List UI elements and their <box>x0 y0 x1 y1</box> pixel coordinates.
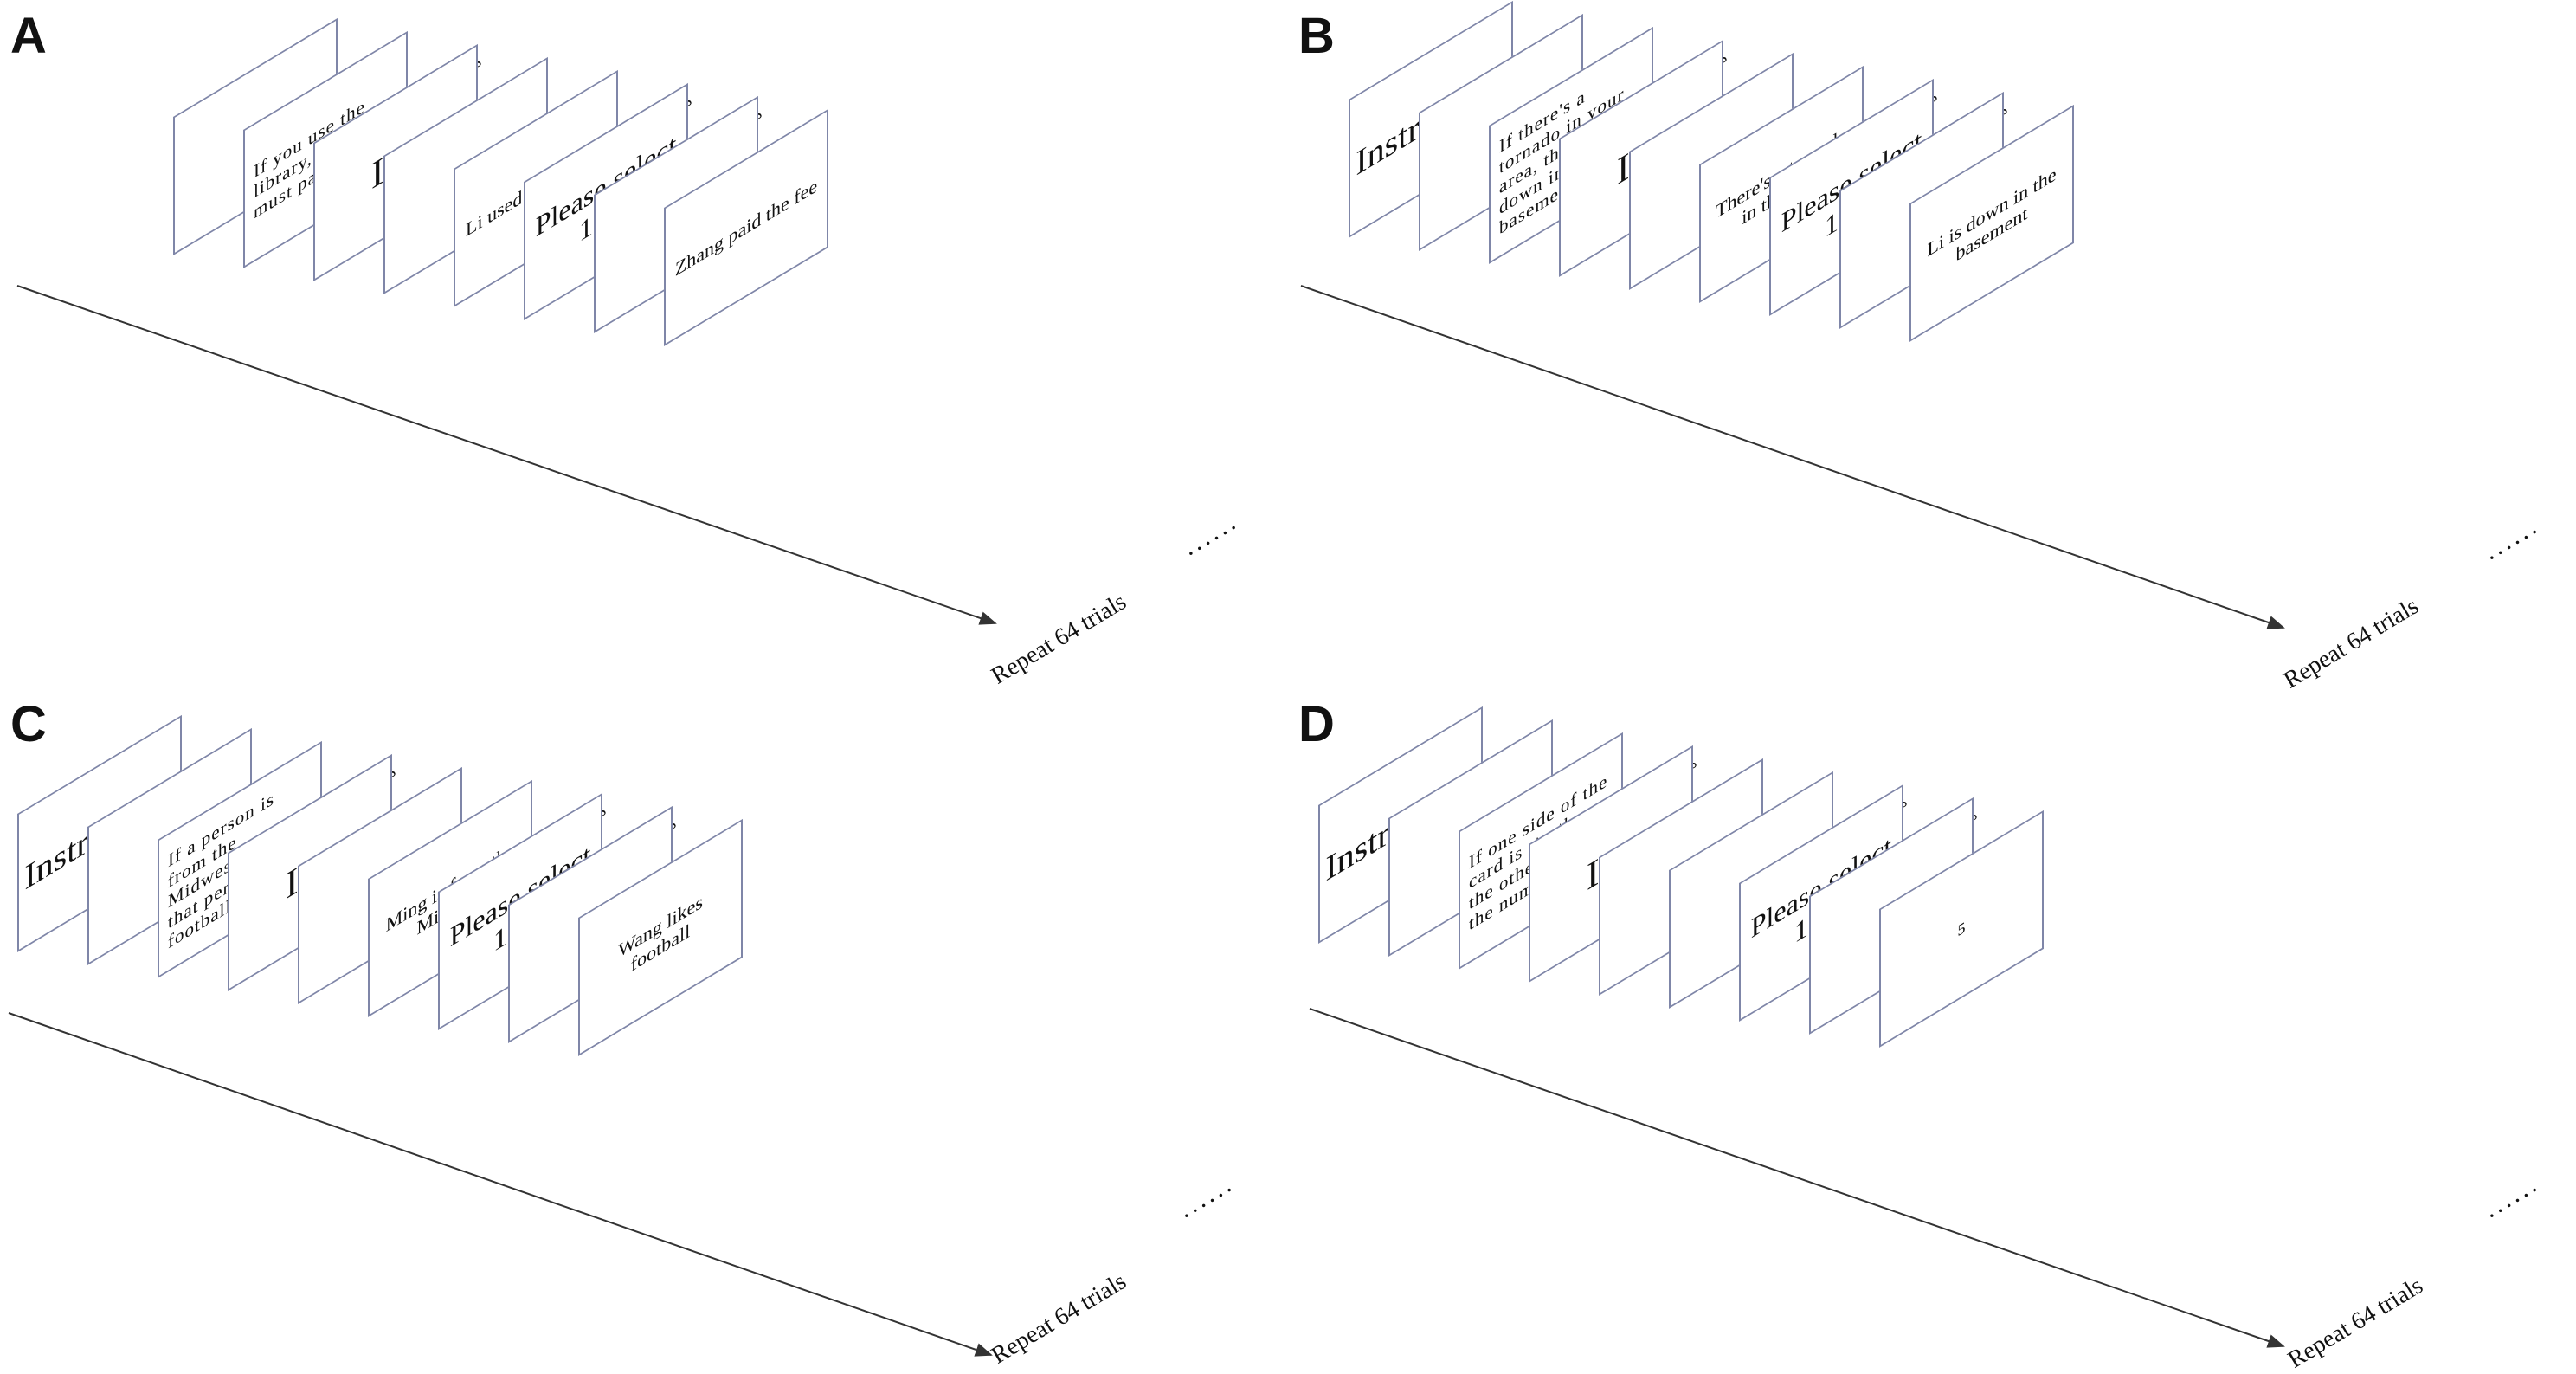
timeline-line <box>16 285 997 625</box>
panel-a: +800 msIf you use the library, then you … <box>0 0 1288 690</box>
panel-letter: A <box>10 8 47 64</box>
panel-letter: D <box>1298 696 1335 752</box>
timeline-line <box>1309 1008 2285 1348</box>
timeline-arrow <box>1309 1008 2285 1348</box>
timeline-arrow <box>1300 285 2285 629</box>
panel-letter: C <box>10 696 47 752</box>
timeline-arrow <box>8 1012 993 1357</box>
timeline-arrow <box>16 285 997 625</box>
timeline-line <box>1300 285 2285 629</box>
panel-d: Instruction+800 msIf one side of the car… <box>1288 680 2576 1374</box>
panel-b: Instruction+800 msIf there's a tornado i… <box>1288 0 2576 694</box>
timeline-line <box>8 1012 993 1357</box>
panel-c: Instruction+800 msIf a person is from th… <box>0 680 1288 1370</box>
card-text: 5 <box>1957 918 1966 940</box>
panel-letter: B <box>1298 8 1335 64</box>
